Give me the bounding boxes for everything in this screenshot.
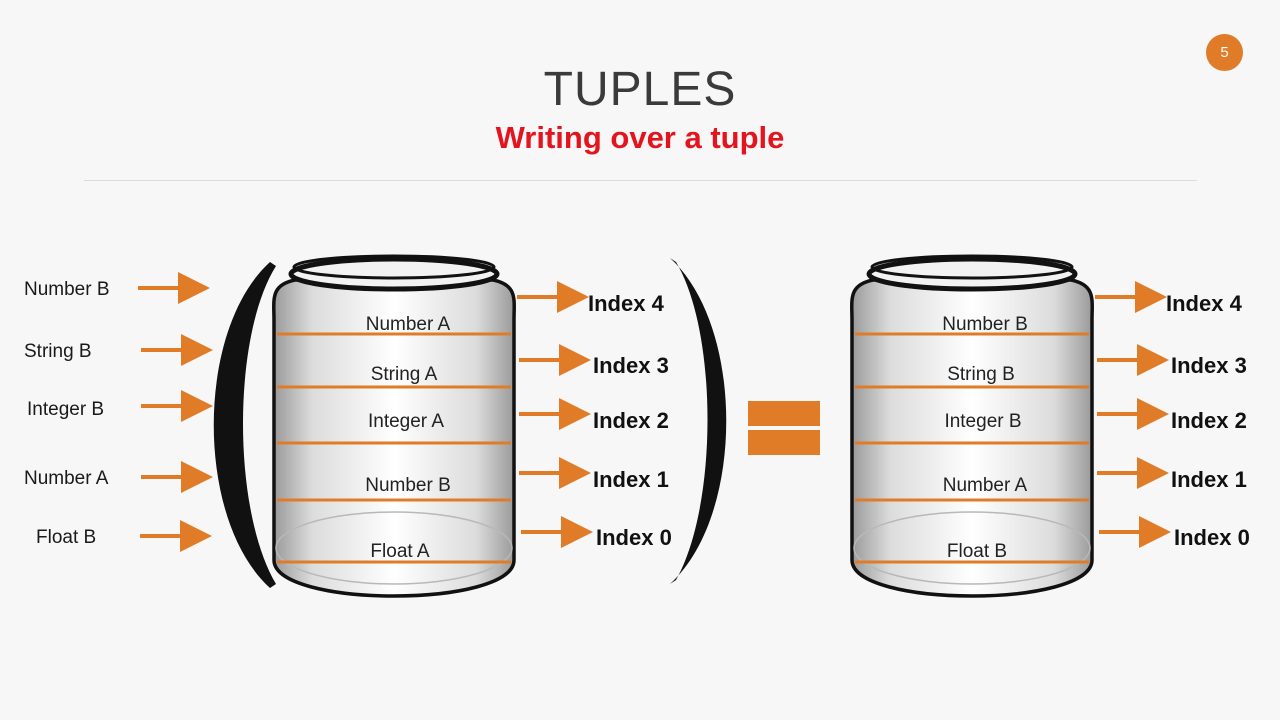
jar-before-slot-label: String A <box>371 364 438 385</box>
equals-sign-top-bar <box>748 401 820 426</box>
jar-icon-before <box>272 254 516 598</box>
new-value-label: String B <box>24 341 92 362</box>
right-parenthesis-icon <box>670 258 727 584</box>
jar-after-slot-label: Integer B <box>944 411 1021 432</box>
index-label-before: Index 1 <box>593 467 669 492</box>
title-divider <box>84 180 1197 181</box>
jar-after-slot-label: Float B <box>947 541 1007 562</box>
new-value-label: Integer B <box>27 399 104 420</box>
index-label-before: Index 2 <box>593 408 669 433</box>
page-number-badge: 5 <box>1206 34 1243 71</box>
jar-before-slot-label: Integer A <box>368 411 444 432</box>
index-label-before: Index 4 <box>588 291 665 316</box>
index-label-before: Index 0 <box>596 525 672 550</box>
index-label-after: Index 4 <box>1166 291 1243 316</box>
jar-before-slot-label: Float A <box>370 541 429 562</box>
jar-before-slot-label: Number A <box>366 314 451 335</box>
index-label-after: Index 0 <box>1174 525 1250 550</box>
jar-before-slot-label: Number B <box>365 475 451 496</box>
jar-after-slot-label: Number B <box>942 314 1028 335</box>
index-label-before: Index 3 <box>593 353 669 378</box>
index-label-after: Index 2 <box>1171 408 1247 433</box>
left-parenthesis-icon <box>213 262 276 588</box>
index-label-after: Index 3 <box>1171 353 1247 378</box>
new-value-label: Float B <box>36 527 96 548</box>
new-value-label: Number B <box>24 279 110 300</box>
slide-subtitle: Writing over a tuple <box>495 120 785 155</box>
jar-after-slot-label: String B <box>947 364 1015 385</box>
jar-icon-after <box>850 254 1094 598</box>
index-label-after: Index 1 <box>1171 467 1247 492</box>
equals-sign-bottom-bar <box>748 430 820 455</box>
jar-after-slot-label: Number A <box>943 475 1028 496</box>
new-value-label: Number A <box>24 468 109 489</box>
slide-title: TUPLES <box>543 63 737 116</box>
